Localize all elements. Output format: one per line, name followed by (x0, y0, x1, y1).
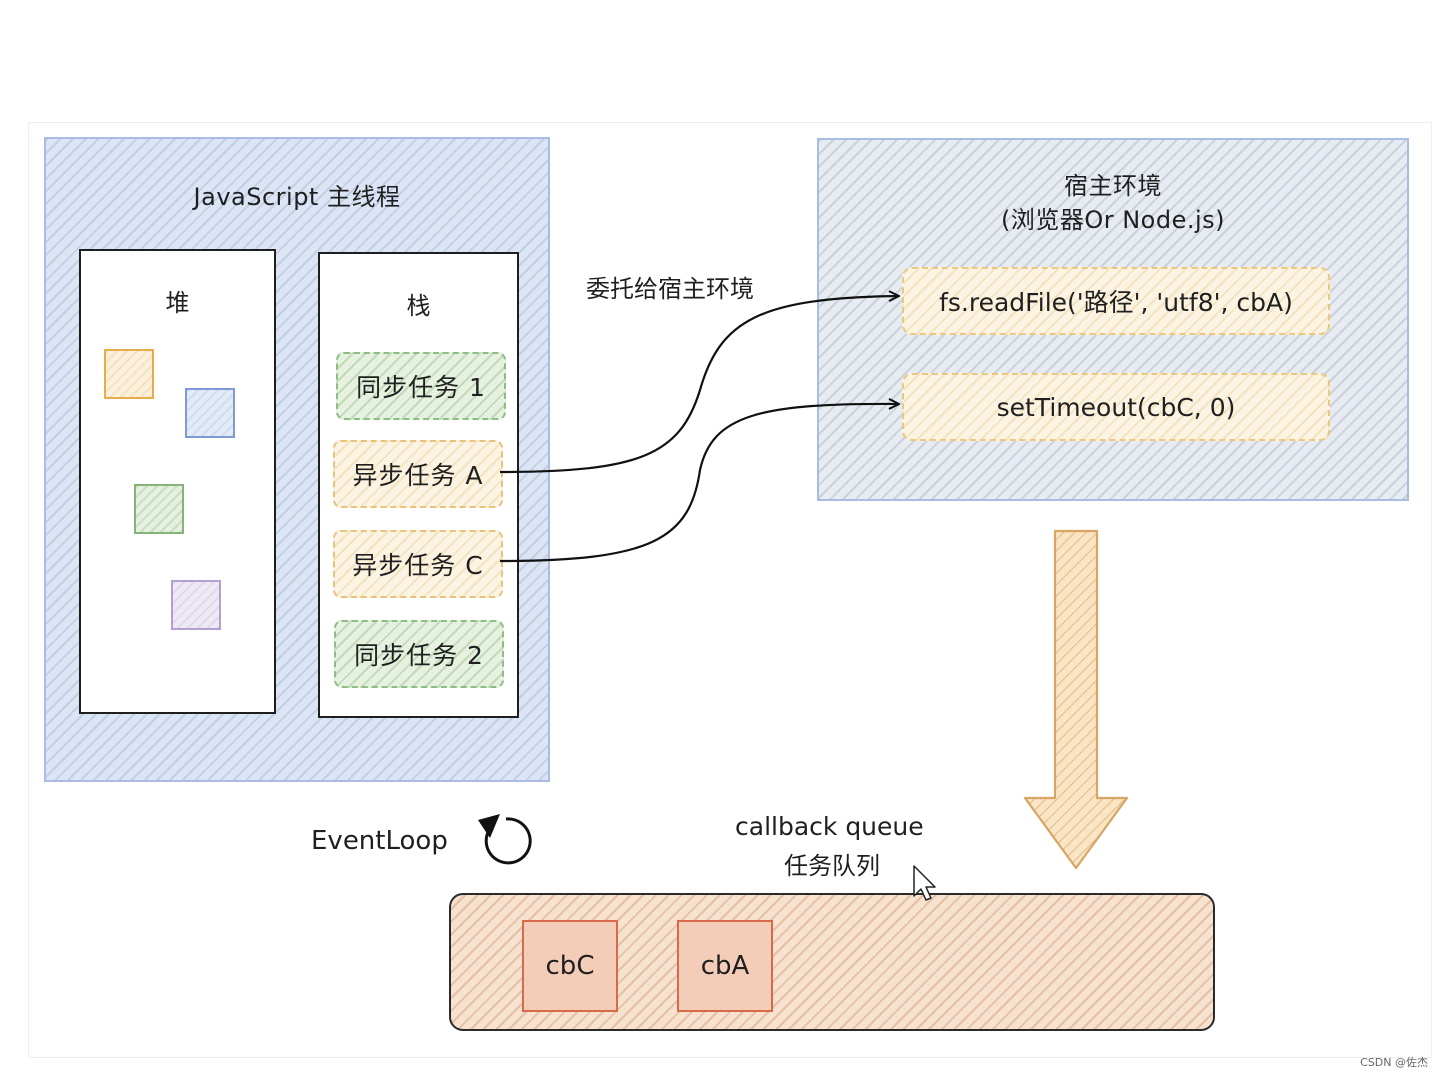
queue-title-en: callback queue (735, 812, 924, 841)
queue-item-cba: cbA (677, 920, 773, 1012)
stack-task-sync-1: 同步任务 1 (336, 352, 506, 420)
heap-title: 堆 (165, 289, 190, 317)
main-thread-title: JavaScript 主线程 (193, 183, 401, 211)
heap-panel: 堆 (79, 249, 276, 714)
heap-object (104, 349, 154, 399)
stack-task-sync-2: 同步任务 2 (334, 620, 504, 688)
arrow-async-c-to-settimeout (499, 404, 898, 563)
queue-title-zh: 任务队列 (784, 852, 880, 880)
heap-object (185, 388, 235, 438)
delegate-label: 委托给宿主环境 (586, 275, 754, 303)
host-call-settimeout: setTimeout(cbC, 0) (902, 373, 1330, 441)
host-call-readfile: fs.readFile('路径', 'utf8', cbA) (902, 267, 1330, 335)
heap-object (134, 484, 184, 534)
stack-title: 栈 (406, 292, 431, 320)
cursor-icon (913, 865, 936, 901)
down-arrow-host-to-queue (1023, 529, 1129, 870)
watermark: CSDN @佐杰 (1360, 1056, 1428, 1069)
queue-item-cbc: cbC (522, 920, 618, 1012)
diagram-frame (28, 122, 1432, 1058)
host-title: 宿主环境 (1064, 172, 1162, 200)
event-loop-label: EventLoop (311, 826, 448, 856)
host-subtitle: (浏览器Or Node.js) (1000, 206, 1226, 234)
stack-task-async-c: 异步任务 C (333, 530, 503, 598)
heap-object (171, 580, 221, 630)
stack-task-async-a: 异步任务 A (333, 440, 503, 508)
arrow-async-a-to-readfile (499, 296, 898, 474)
event-loop-icon (478, 814, 532, 865)
